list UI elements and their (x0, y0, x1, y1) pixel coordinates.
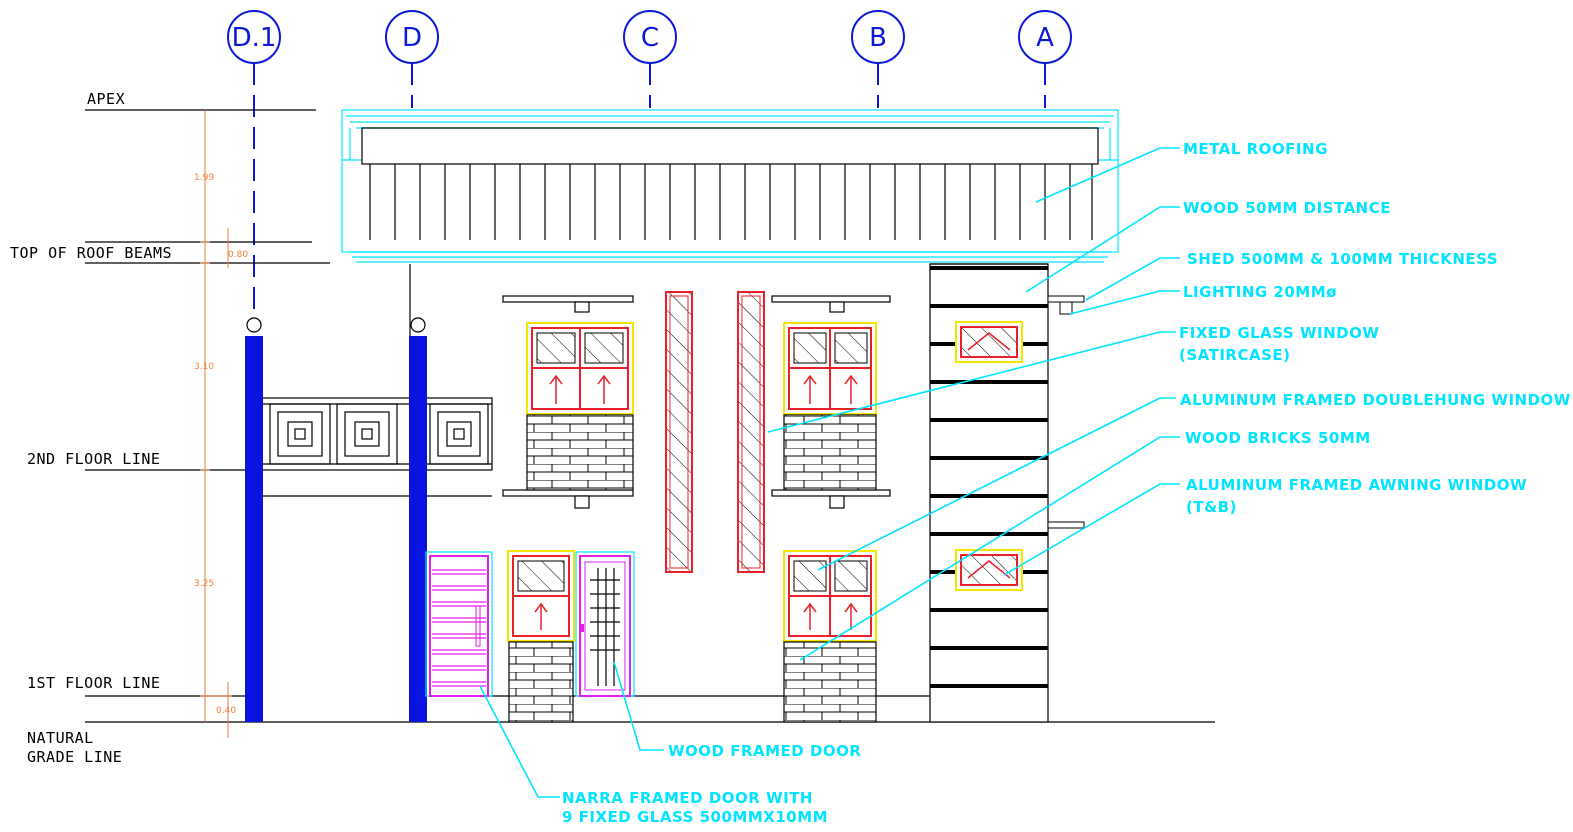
awning-window-lower (955, 549, 1023, 591)
narra-framed-door (425, 551, 493, 697)
dimension-label: 3.10 (194, 362, 214, 372)
grid-bubble-d: D (385, 10, 439, 64)
roof (341, 109, 1119, 263)
grid-bubble-b: B (851, 10, 905, 64)
grid-label: C (641, 23, 659, 53)
callout-awning: ALUMINUM FRAMED AWNING WINDOW (1186, 476, 1527, 494)
callout-fixed-glass: FIXED GLASS WINDOW (1179, 324, 1379, 342)
callout-wood-bricks: WOOD BRICKS 50MM (1185, 429, 1371, 447)
grid-axis-lines (253, 63, 1046, 318)
wood-framed-door (575, 551, 635, 697)
callout-narra-door-note: 9 FIXED GLASS 500MMX10MM (562, 808, 828, 826)
dimension-label: 0.80 (228, 250, 248, 260)
dimension-label: 3.25 (194, 579, 214, 589)
callout-wood-door: WOOD FRAMED DOOR (668, 742, 861, 760)
level-roof-beams: TOP OF ROOF BEAMS (10, 244, 172, 262)
doublehung-window-upper-left (526, 322, 634, 415)
grid-label: D.1 (232, 23, 277, 53)
level-apex: APEX (87, 90, 125, 108)
dimension-label: 1.99 (194, 173, 214, 183)
brick-panels (508, 414, 877, 723)
column-d1 (245, 317, 263, 722)
fixed-glass-window-right (737, 291, 765, 573)
level-first-floor: 1ST FLOOR LINE (27, 674, 160, 692)
fixed-glass-window-left (665, 291, 693, 573)
grid-bubble-d1: D.1 (227, 10, 281, 64)
dimension-string (200, 110, 232, 738)
callout-awning-note: (T&B) (1186, 498, 1237, 516)
doublehung-window-lower-left (507, 550, 575, 642)
level-grade-2: GRADE LINE (27, 748, 122, 766)
grid-bubble-a: A (1018, 10, 1072, 64)
dimension-label: 0.40 (216, 706, 236, 716)
grid-bubble-c: C (623, 10, 677, 64)
callout-wood-distance: WOOD 50MM DISTANCE (1183, 199, 1391, 217)
grid-label: A (1036, 23, 1054, 53)
grid-label: B (869, 23, 887, 53)
roof-ribs (361, 127, 1099, 240)
callout-doublehung: ALUMINUM FRAMED DOUBLEHUNG WINDOW (1180, 391, 1571, 409)
balcony-railing (261, 397, 493, 471)
doublehung-window-upper-right (783, 322, 877, 415)
callout-lighting: LIGHTING 20MMø (1183, 283, 1337, 301)
callout-fixed-glass-note: (SATIRCASE) (1179, 346, 1291, 364)
callout-shed: SHED 500MM & 100MM THICKNESS (1187, 250, 1498, 268)
callout-leaders (479, 147, 1180, 798)
column-d (409, 317, 427, 722)
level-grade-1: NATURAL (27, 729, 94, 747)
callout-narra-door: NARRA FRAMED DOOR WITH (562, 789, 813, 807)
grid-label: D (402, 23, 422, 53)
callout-metal-roofing: METAL ROOFING (1183, 140, 1328, 158)
stair-tower (929, 263, 1085, 723)
awning-window-upper (955, 321, 1023, 363)
level-second-floor: 2ND FLOOR LINE (27, 450, 160, 468)
